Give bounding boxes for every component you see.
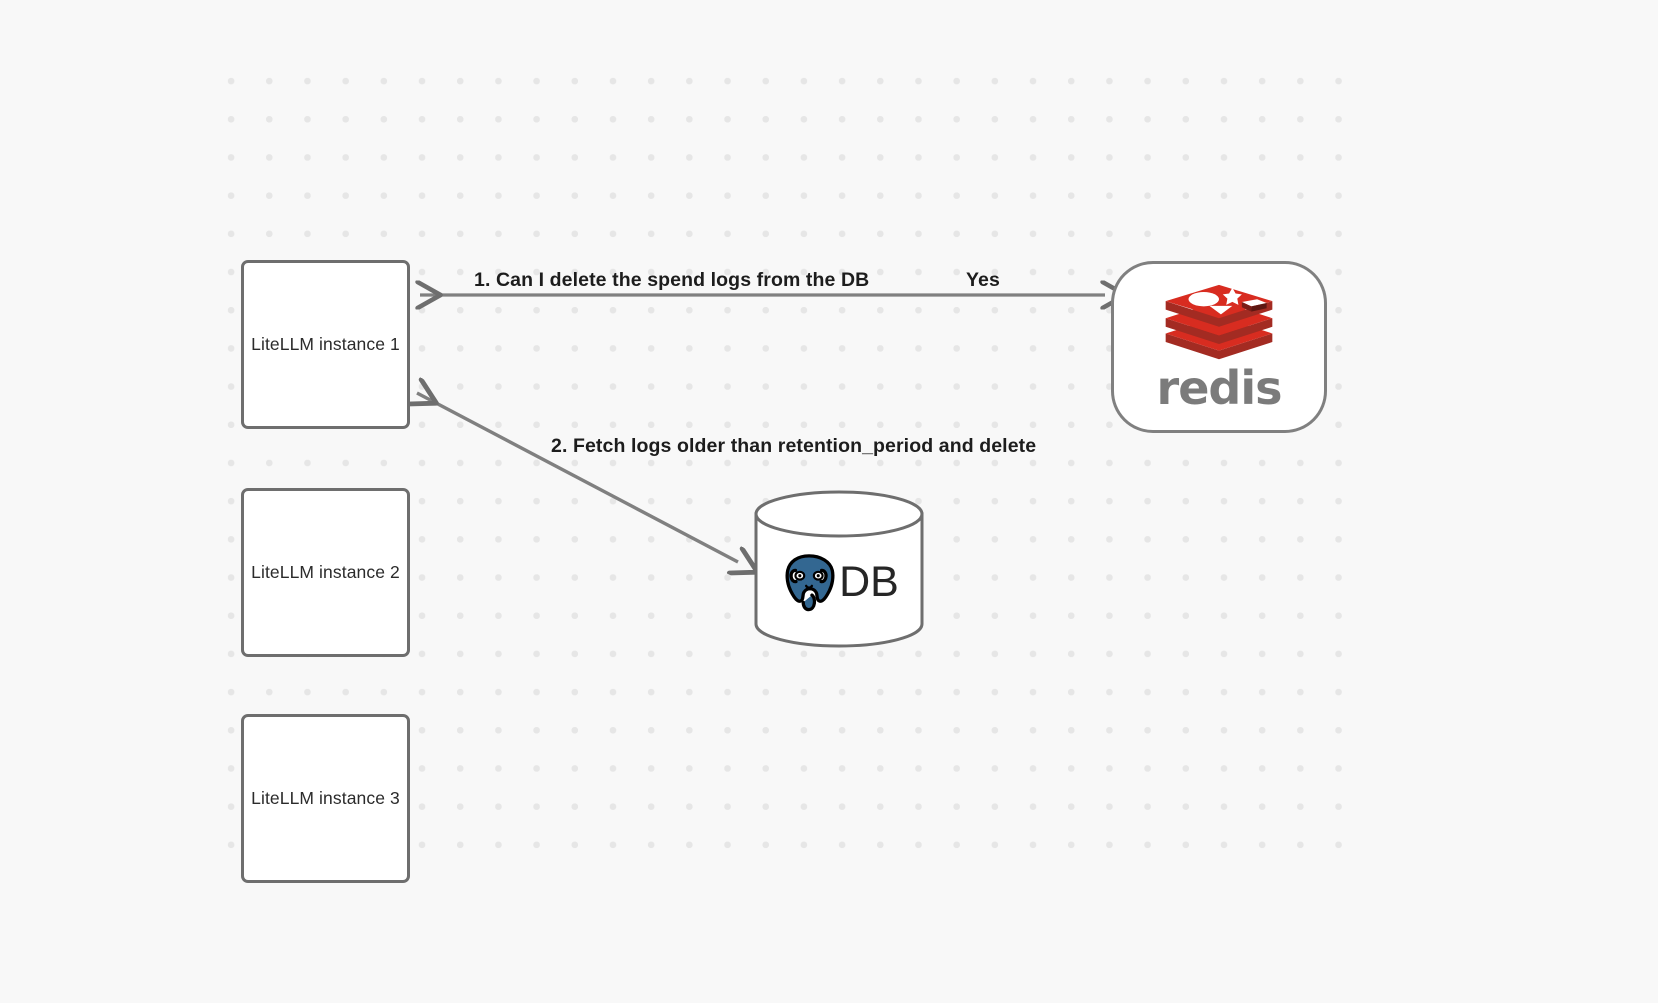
redis-logo-icon <box>1165 284 1273 360</box>
database-cylinder-icon <box>754 490 924 648</box>
node-litellm-instance-2-label: LiteLLM instance 2 <box>251 562 400 582</box>
node-litellm-instance-2[interactable]: LiteLLM instance 2 <box>241 488 410 657</box>
edge-db-litellm1 <box>417 393 738 562</box>
edge-label-response: Yes <box>966 269 1000 291</box>
node-litellm-instance-3[interactable]: LiteLLM instance 3 <box>241 714 410 883</box>
database-contents: DB <box>753 542 925 622</box>
database-label: DB <box>839 557 899 606</box>
node-litellm-instance-3-label: LiteLLM instance 3 <box>251 788 400 808</box>
redis-wordmark: redis <box>1156 361 1283 415</box>
node-database[interactable]: DB <box>753 490 925 648</box>
postgresql-elephant-icon <box>785 554 835 612</box>
node-litellm-instance-1-label: LiteLLM instance 1 <box>251 334 400 354</box>
edge-label-fetch-delete: 2. Fetch logs older than retention_perio… <box>551 435 1037 457</box>
node-redis[interactable]: redis <box>1111 261 1327 433</box>
edge-label-request: 1. Can I delete the spend logs from the … <box>474 269 870 291</box>
node-litellm-instance-1[interactable]: LiteLLM instance 1 <box>241 260 410 429</box>
